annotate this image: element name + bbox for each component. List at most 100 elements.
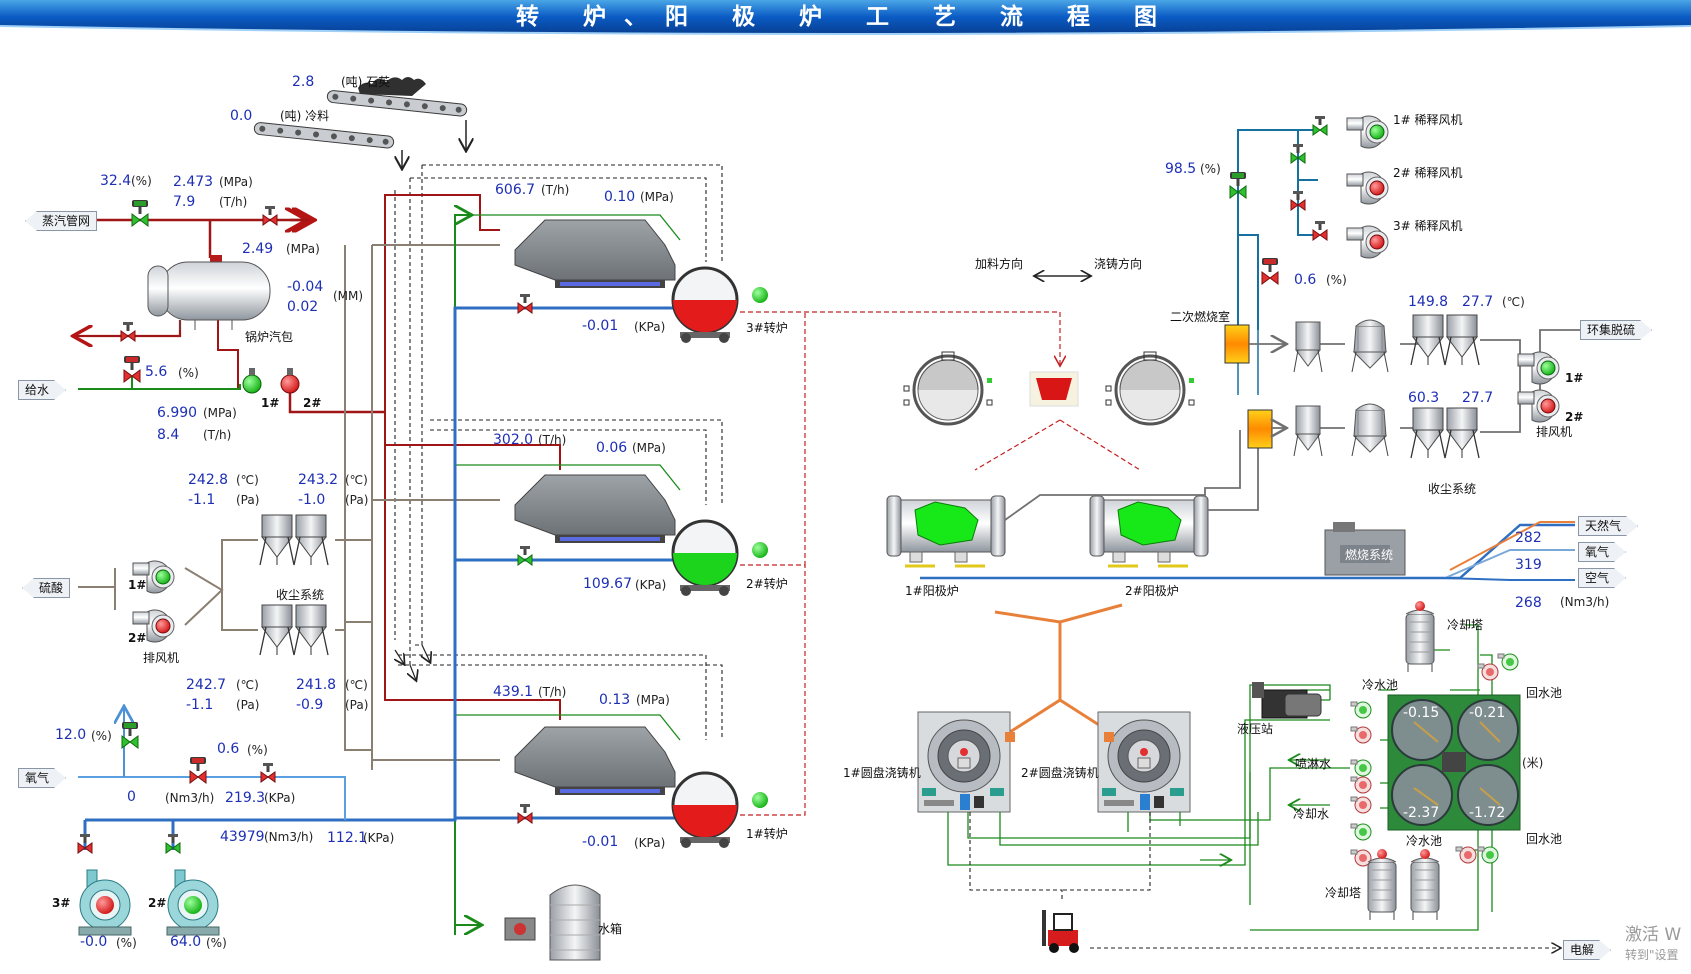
env-desulfur-tag: 环集脱硫 xyxy=(1580,320,1652,340)
oxygen-main-pressure: 112.1 xyxy=(327,830,367,846)
cold-charge-value: 0.0 xyxy=(230,108,252,124)
dust-temp-1: 242.8 xyxy=(188,472,228,488)
oxygen-main-flow: 43979 xyxy=(220,829,265,845)
blower-2-value: 64.0 xyxy=(170,934,201,950)
feedwater-valve-pct: 5.6 xyxy=(145,364,167,380)
hydraulic-label: 液压站 xyxy=(1237,722,1273,736)
cooling-tower-bottom-label: 冷却塔 xyxy=(1325,886,1361,900)
spray-water-label: 喷淋水 xyxy=(1295,757,1331,771)
dilution-damper-pct: 0.6 xyxy=(1294,272,1316,288)
anode-furnace-end-view-1 xyxy=(904,352,992,424)
ladle xyxy=(1030,372,1078,406)
blower-3-value: -0.0 xyxy=(80,934,107,950)
return-pool-label: 回水池 xyxy=(1526,686,1562,700)
casting-machine-2-label: 2#圆盘浇铸机 xyxy=(1021,766,1099,780)
sec-temp-4: 27.7 xyxy=(1462,390,1493,406)
pool-level-1: -0.15 xyxy=(1403,705,1439,721)
dust-press-3: -1.1 xyxy=(186,697,213,713)
charge-direction-label: 加料方向 xyxy=(975,257,1023,271)
converter-1-flow: 439.1 xyxy=(493,684,533,700)
dilution-fan-2-label: 2# 稀释风机 xyxy=(1393,166,1463,180)
page-title: 转 炉、阳 极 炉 工 艺 流 程 图 xyxy=(0,2,1691,32)
anode-furnace-1 xyxy=(887,496,1005,566)
dust-press-1: -1.1 xyxy=(188,492,215,508)
feedwater-pressure: 6.990 xyxy=(157,405,197,421)
anode-furnace-end-view-2 xyxy=(1106,352,1194,424)
dust-temp-2: 243.2 xyxy=(298,472,338,488)
sec-temp-1: 149.8 xyxy=(1408,294,1448,310)
cast-direction-label: 浇铸方向 xyxy=(1094,257,1142,271)
converter-2-flow: 302.0 xyxy=(493,432,533,448)
secondary-chamber-2 xyxy=(1248,410,1272,448)
converter-1 xyxy=(515,727,768,848)
blower-3[interactable] xyxy=(79,870,131,935)
watermark-line-1: 激活 W xyxy=(1625,920,1681,945)
cold-pool-2-label: 冷水池 xyxy=(1406,834,1442,848)
dilution-fan-1-label: 1# 稀释风机 xyxy=(1393,113,1463,127)
casting-machine-1 xyxy=(918,712,1010,812)
natural-gas-tag: 天然气 xyxy=(1578,516,1638,536)
feedwater-pump-1[interactable] xyxy=(243,368,261,393)
anode-furnace-1-label: 1#阳极炉 xyxy=(905,584,959,598)
anode-oxygen-value: 319 xyxy=(1515,557,1542,573)
air-value: 268 xyxy=(1515,595,1542,611)
forklift xyxy=(1042,910,1079,953)
anode-furnace-2-label: 2#阳极炉 xyxy=(1125,584,1179,598)
steam-valve-pct: 32.4 xyxy=(100,173,131,189)
sec-temp-3: 60.3 xyxy=(1408,390,1439,406)
watermark-line-2: 转到"设置 xyxy=(1625,946,1679,963)
anode-furnace-2 xyxy=(1090,496,1208,566)
water-tank-label: 水箱 xyxy=(598,922,622,936)
quartz-label: (吨) 石英 xyxy=(341,75,390,89)
water-tank xyxy=(505,885,600,960)
casting-machine-2 xyxy=(1098,712,1190,812)
cool-water-label: 冷却水 xyxy=(1293,807,1329,821)
converter-3-flow: 606.7 xyxy=(495,182,535,198)
casting-machine-1-label: 1#圆盘浇铸机 xyxy=(843,766,921,780)
converter-1-pressure: 0.13 xyxy=(599,692,630,708)
pool-level-2: -0.21 xyxy=(1469,705,1505,721)
converter-3-label: 3#转炉 xyxy=(746,321,788,335)
feedwater-pump-2[interactable] xyxy=(281,368,299,393)
dilution-fan-3-label: 3# 稀释风机 xyxy=(1393,219,1463,233)
oxygen-vent-pct: 12.0 xyxy=(55,727,86,743)
drum-level-1: -0.04 xyxy=(287,279,323,295)
exhaust-fan-label: 排风机 xyxy=(143,651,179,665)
oxygen-flow: 0 xyxy=(127,789,136,805)
feedwater-flow: 8.4 xyxy=(157,427,179,443)
cold-charge-label: (吨) 冷料 xyxy=(280,109,329,123)
hydraulic-station xyxy=(1252,682,1321,718)
dust-temp-4: 241.8 xyxy=(296,677,336,693)
combustion-system-label: 燃烧系统 xyxy=(1345,548,1393,562)
steam-flow: 7.9 xyxy=(173,194,195,210)
converter-2-pressure: 0.06 xyxy=(596,440,627,456)
steam-drum xyxy=(148,255,270,330)
blower-2[interactable] xyxy=(167,870,219,935)
dust-temp-3: 242.7 xyxy=(186,677,226,693)
sec-temp-2: 27.7 xyxy=(1462,294,1493,310)
secondary-chamber-1 xyxy=(1225,325,1249,363)
drum-label: 锅炉汽包 xyxy=(245,330,293,344)
converter-3-draft: -0.01 xyxy=(582,318,618,334)
drum-pressure: 2.49 xyxy=(242,241,273,257)
dilution-valve-pct: 98.5 xyxy=(1165,161,1196,177)
natural-gas-value: 282 xyxy=(1515,530,1542,546)
pool-level-4: -1.72 xyxy=(1469,805,1505,821)
converter-2-draft: 109.67 xyxy=(583,576,632,592)
steam-network-tag: 蒸汽管网 xyxy=(25,211,97,231)
steam-pressure: 2.473 xyxy=(173,174,213,190)
converter-2-label: 2#转炉 xyxy=(746,577,788,591)
converter-3-pressure: 0.10 xyxy=(604,189,635,205)
oxygen-pressure: 219.3 xyxy=(225,790,265,806)
oxygen-valve-pct: 0.6 xyxy=(217,741,239,757)
converter-1-label: 1#转炉 xyxy=(746,827,788,841)
secondary-fan-label: 排风机 xyxy=(1536,425,1572,439)
dust-press-2: -1.0 xyxy=(298,492,325,508)
cooling-tower-top-label: 冷却塔 xyxy=(1447,618,1483,632)
dust-press-4: -0.9 xyxy=(296,697,323,713)
cold-pool-label: 冷水池 xyxy=(1362,678,1398,692)
converter-1-draft: -0.01 xyxy=(582,834,618,850)
pool-level-3: -2.37 xyxy=(1403,805,1439,821)
drum-level-2: 0.02 xyxy=(287,299,318,315)
